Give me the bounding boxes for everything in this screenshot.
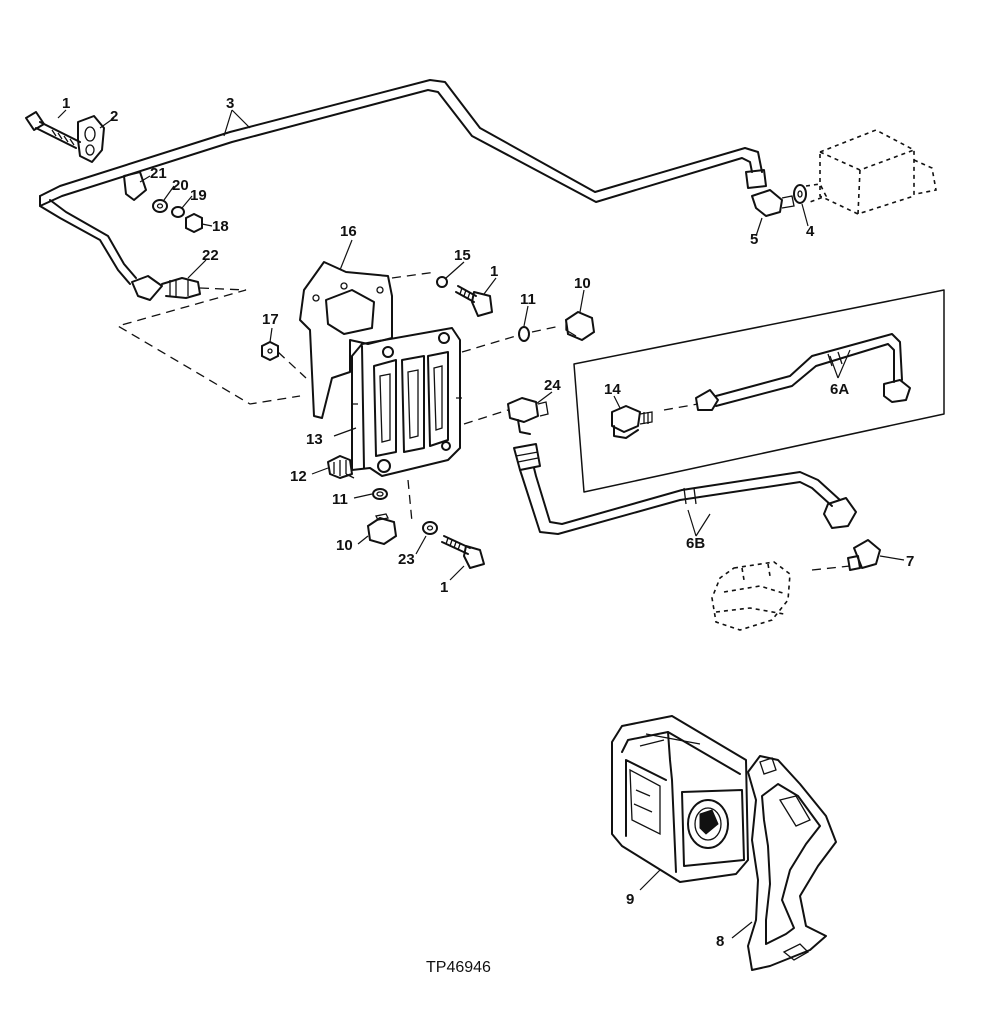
- callout-1-top: 1: [62, 95, 70, 112]
- bolt-part-1-lower: [441, 535, 485, 569]
- filter-housing-part-9: [611, 715, 749, 883]
- line-part-6A: [695, 333, 911, 411]
- callout-11-lower: 11: [332, 491, 348, 508]
- callout-21: 21: [150, 165, 167, 182]
- washer-part-11-upper: [518, 326, 530, 342]
- elbow-part-7: [847, 539, 881, 571]
- callout-10-lower: 10: [336, 537, 353, 554]
- lockwasher-part-15: [436, 276, 448, 288]
- callout-22: 22: [202, 247, 219, 264]
- valve-body-part-13: [351, 327, 462, 477]
- callout-23: 23: [398, 551, 415, 568]
- lockwasher-part-19: [171, 206, 185, 218]
- nut-part-10-lower: [366, 513, 398, 546]
- line-part-6B: [513, 443, 857, 535]
- callout-19: 19: [190, 187, 207, 204]
- assembly-dashed-lines: [277, 271, 851, 571]
- callout-4: 4: [806, 223, 815, 240]
- dotted-housing-component: [711, 561, 791, 631]
- washer-part-23: [422, 521, 438, 535]
- bolt-part-1-mid: [455, 285, 493, 317]
- line-part-3: [39, 79, 763, 285]
- figure-id: TP46946: [426, 959, 491, 976]
- washer-part-11-lower: [372, 488, 388, 500]
- callout-17: 17: [262, 311, 279, 328]
- callout-1-mid: 1: [490, 263, 498, 280]
- nut-part-18: [185, 212, 203, 234]
- callout-11-upper: 11: [520, 291, 536, 308]
- callout-9: 9: [626, 891, 634, 908]
- callout-16: 16: [340, 223, 357, 240]
- fitting-part-24: [507, 397, 549, 435]
- callout-13: 13: [306, 431, 323, 448]
- dotted-reference-component: [805, 129, 937, 215]
- callout-10-upper: 10: [574, 275, 591, 292]
- inset-box-6A: [573, 289, 945, 493]
- callout-3: 3: [226, 95, 234, 112]
- callout-6A: 6A: [830, 381, 849, 398]
- plate-part-16: [299, 261, 393, 419]
- callout-1-lower: 1: [440, 579, 448, 596]
- callout-7: 7: [906, 553, 914, 570]
- callout-2: 2: [110, 108, 118, 125]
- bolt-part-1-top: [25, 111, 81, 149]
- fitting-part-14: [611, 405, 653, 439]
- fitting-part-22: [116, 275, 301, 405]
- nut-part-17: [261, 340, 279, 362]
- callout-8: 8: [716, 933, 724, 950]
- washer-part-20: [152, 199, 168, 213]
- callout-14: 14: [604, 381, 621, 398]
- washer-part-4: [793, 184, 807, 204]
- callout-12: 12: [290, 468, 307, 485]
- clamp-part-2: [77, 115, 105, 163]
- nut-part-10-upper: [564, 310, 596, 342]
- leader-lines: [57, 109, 905, 939]
- callouts: 1 2 3 21 20 19 18 22 16 15 1 11 10 17 24…: [62, 95, 914, 950]
- callout-24: 24: [544, 377, 561, 394]
- callout-18: 18: [212, 218, 229, 235]
- frame-part-8: [747, 755, 837, 971]
- plug-part-12: [327, 455, 353, 479]
- clip-part-21: [123, 171, 147, 201]
- callout-15: 15: [454, 247, 471, 264]
- callout-20: 20: [172, 177, 189, 194]
- callout-5: 5: [750, 231, 758, 248]
- callout-6B: 6B: [686, 535, 705, 552]
- elbow-part-5: [745, 169, 795, 217]
